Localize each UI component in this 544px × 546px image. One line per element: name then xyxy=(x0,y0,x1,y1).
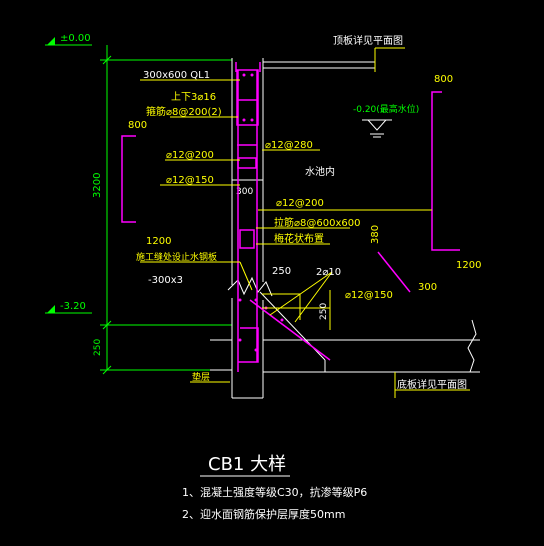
water-level-marker xyxy=(362,119,392,138)
pool-inside-label: 水池内 xyxy=(305,165,335,178)
dimension-380: 380 xyxy=(370,225,381,244)
top-slab-note: 顶板详见平面图 xyxy=(333,34,403,47)
dimension-3200: 3200 xyxy=(92,173,103,198)
elevation-top-label: ±0.00 xyxy=(60,33,91,44)
leader-lines xyxy=(140,47,470,398)
wall-outline xyxy=(210,58,480,399)
note-1: 1、混凝土强度等级C30，抗渗等级P6 xyxy=(182,485,367,499)
detail-title: CB1 大样 xyxy=(208,454,286,475)
elevation-bottom-marker xyxy=(47,305,55,313)
dimension-800-left: 800 xyxy=(128,120,147,131)
cushion-label: 垫层 xyxy=(192,371,210,383)
bar-label-150a: ⌀12@150 xyxy=(166,175,214,186)
dimension-250-left: 250 xyxy=(93,339,103,356)
reinforcement-bars xyxy=(121,62,460,372)
beam-top-bars-label: 上下3⌀16 xyxy=(171,91,216,103)
bar-label-200b: ⌀12@200 xyxy=(276,198,324,209)
dimension-250-mid: 250 xyxy=(272,266,291,277)
dimension-300-slope: 300 xyxy=(418,282,437,293)
beam-label: 300x600 QL1 xyxy=(143,70,210,81)
bar-label-150b: ⌀12@150 xyxy=(345,290,393,301)
elevation-top-marker xyxy=(47,37,55,45)
note-2: 2、迎水面钢筋保护层厚度50mm xyxy=(182,507,345,521)
bars-2-10-label: 2⌀10 xyxy=(316,267,341,278)
bar-label-200a: ⌀12@200 xyxy=(166,150,214,161)
dimension-250-vertical: 250 xyxy=(319,303,329,320)
beam-stirrups-label: 箍筋⌀8@200(2) xyxy=(146,105,222,118)
plum-arrangement-label: 梅花状布置 xyxy=(274,232,324,245)
waterstop-size-label: -300x3 xyxy=(148,275,183,286)
bar-label-280: ⌀12@280 xyxy=(265,140,313,151)
bottom-slab-note: 底板详见平面图 xyxy=(397,378,467,391)
bar-dots xyxy=(238,73,284,352)
tie-bar-label: 拉筋⌀8@600x600 xyxy=(274,216,360,229)
dimension-300: 300 xyxy=(236,187,253,197)
elevation-bottom-label: -3.20 xyxy=(60,301,86,312)
dimension-1200-left: 1200 xyxy=(146,236,171,247)
water-level-label: -0.20(最高水位) xyxy=(353,103,419,115)
waterstop-label: 施工缝处设止水钢板 xyxy=(136,251,217,263)
dimension-1200-right: 1200 xyxy=(456,260,481,271)
dimension-800-right: 800 xyxy=(434,74,453,85)
